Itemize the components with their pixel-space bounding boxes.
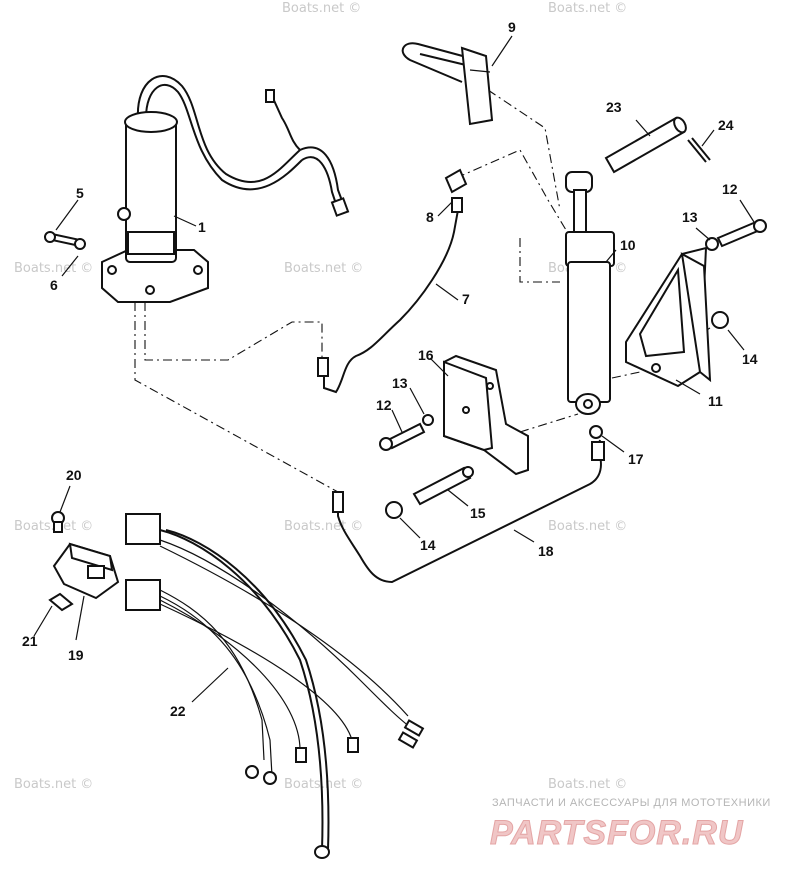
hydraulic-tube-7: [317, 168, 468, 394]
mounting-bracket-16: [443, 354, 529, 476]
callout-6: 6: [50, 277, 58, 293]
watermark-4: Boats.net ©: [284, 261, 363, 276]
callout-24: 24: [718, 117, 734, 133]
brand-tagline: ЗАПЧАСТИ И АКСЕССУАРЫ ДЛЯ МОТОТЕХНИКИ: [492, 797, 771, 809]
hydraulic-tube-18: [332, 439, 605, 584]
callout-14-lower: 14: [420, 537, 436, 553]
wiring-harness-22: [125, 513, 425, 859]
watermark-8: Boats.net ©: [548, 519, 627, 534]
watermark-11: Boats.net ©: [548, 777, 627, 792]
nut-14-right: [711, 311, 729, 329]
fitting-17: [589, 425, 603, 439]
bolt-and-washer: [44, 231, 86, 250]
watermark-3: Boats.net ©: [14, 261, 93, 276]
watermarks: Boats.net © Boats.net © Boats.net © Boat…: [14, 1, 627, 792]
watermark-7: Boats.net ©: [284, 519, 363, 534]
callout-22: 22: [170, 703, 186, 719]
cotter-pin: [687, 137, 711, 163]
watermark-9: Boats.net ©: [14, 777, 93, 792]
relay-19: [52, 542, 120, 600]
callout-12: 12: [722, 181, 738, 197]
callout-9: 9: [508, 19, 516, 35]
callout-13-middle: 13: [392, 375, 408, 391]
clip-21: [48, 592, 74, 612]
pin-15: [412, 466, 474, 506]
callout-19: 19: [68, 647, 84, 663]
leader-lines: [33, 35, 755, 703]
callout-17: 17: [628, 451, 644, 467]
callout-15: 15: [470, 505, 486, 521]
mounting-bracket-11: [625, 246, 712, 388]
brand-logo: PARTSFOR.RU: [490, 814, 744, 852]
bolt-12-right: [705, 219, 767, 251]
callout-23: 23: [606, 99, 622, 115]
callout-11: 11: [708, 393, 723, 409]
bolt-12-middle: [379, 414, 434, 451]
callout-13: 13: [682, 209, 698, 225]
callout-1: 1: [198, 219, 206, 235]
hose-clip: [401, 42, 494, 126]
callout-10: 10: [620, 237, 636, 253]
pivot-pin: [604, 116, 687, 174]
callout-12-middle: 12: [376, 397, 392, 413]
callout-8: 8: [426, 209, 434, 225]
pump-motor: [101, 75, 350, 303]
watermark-1: Boats.net ©: [282, 1, 361, 16]
site-branding: ЗАПЧАСТИ И АКСЕССУАРЫ ДЛЯ МОТОТЕХНИКИ PA…: [490, 797, 771, 853]
callout-5: 5: [76, 185, 84, 201]
watermark-2: Boats.net ©: [548, 1, 627, 16]
callout-18: 18: [538, 543, 554, 559]
callout-14-right: 14: [742, 351, 758, 367]
callout-21: 21: [22, 633, 38, 649]
trim-cylinder: [565, 171, 615, 415]
assembly-lines: [134, 89, 711, 493]
callout-20: 20: [66, 467, 82, 483]
screw-20: [51, 511, 65, 533]
callout-7: 7: [462, 291, 470, 307]
callout-16: 16: [418, 347, 434, 363]
callout-labels: 1 5 6 7 8 9 23 24 12 13 10 14 11 16 13 1…: [22, 19, 758, 719]
nut-14-lower: [385, 501, 403, 519]
watermark-10: Boats.net ©: [284, 777, 363, 792]
